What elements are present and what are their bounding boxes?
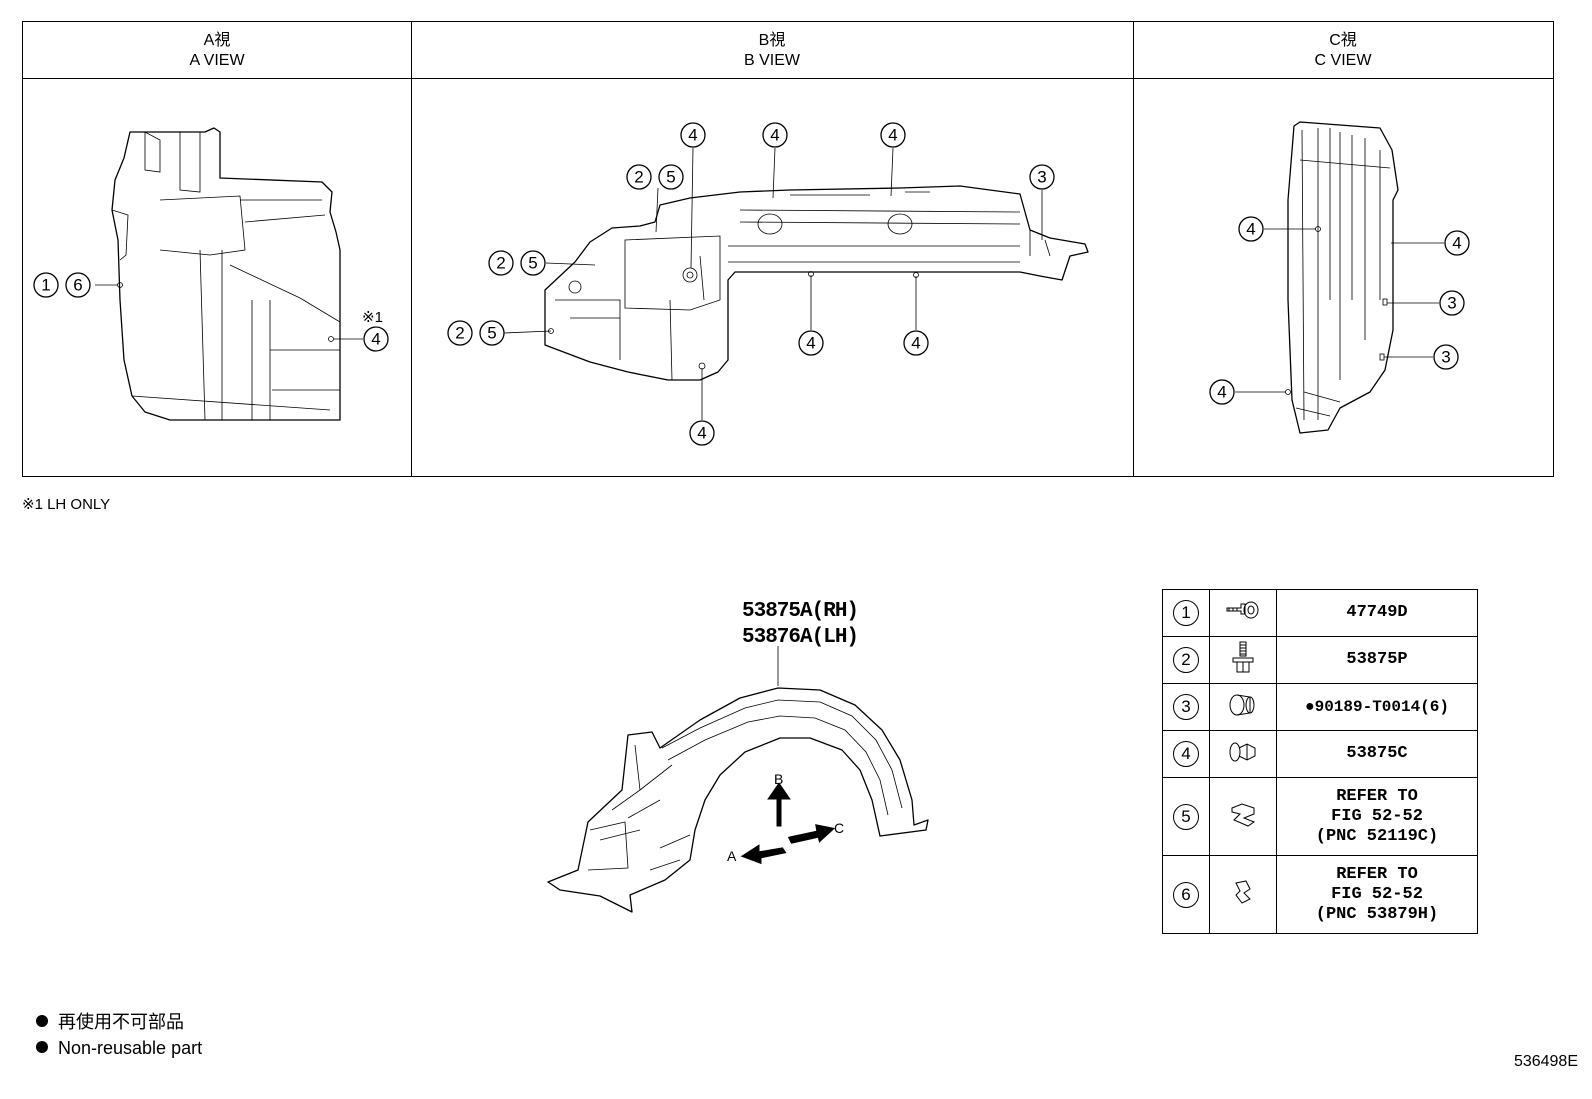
legend-row: 5 REFER TO FIG 52-52 (PNC 52119C) — [1162, 777, 1478, 856]
c-view-cell: C視 C VIEW — [1133, 22, 1553, 476]
callout-3: 3 — [1037, 168, 1046, 187]
callout-4: 4 — [770, 126, 779, 145]
callout-1: 1 — [41, 276, 50, 295]
callout-4: 4 — [697, 424, 706, 443]
screw-grommet-icon — [1226, 601, 1259, 618]
b-view-header: B視 B VIEW — [411, 22, 1133, 79]
nut-clip-icon — [1235, 880, 1251, 904]
callout-4: 4 — [688, 126, 697, 145]
arrow-label-a: A — [727, 848, 737, 864]
refer-line: (PNC 52119C) — [1315, 826, 1439, 846]
legend-part: ●90189-T0014(6) — [1276, 683, 1478, 731]
clip-icon — [1231, 803, 1256, 827]
main-part-labels: 53875A(RH) 53876A(LH) — [742, 599, 859, 651]
figure-number: 536498E — [1513, 1053, 1578, 1070]
a-view-title-en: A VIEW — [189, 52, 245, 69]
a-view-title-jp: A視 — [203, 32, 231, 49]
callout-4: 4 — [1217, 383, 1226, 402]
lh-mark: ※1 — [362, 309, 383, 326]
c-view-callouts: 4 4 3 3 4 — [1209, 216, 1470, 405]
callout-4: 4 — [888, 126, 897, 145]
part-number-rh: 53875A(RH) — [742, 600, 859, 623]
legend-num: 2 — [1173, 647, 1199, 673]
bullet-dot-icon — [36, 1015, 48, 1028]
callout-4: 4 — [1452, 234, 1461, 253]
callout-2: 2 — [496, 254, 505, 273]
refer-line: REFER TO — [1336, 864, 1418, 884]
c-view-title-jp: C視 — [1329, 32, 1357, 49]
lh-only-note: ※1 LH ONLY — [22, 496, 111, 513]
b-view-title-en: B VIEW — [743, 52, 800, 69]
legend-row: 6 REFER TO FIG 52-52 (PNC 53879H) — [1162, 855, 1478, 934]
callout-5: 5 — [528, 254, 537, 273]
plug-clip-icon — [1229, 694, 1255, 715]
callout-4: 4 — [371, 330, 380, 349]
callout-2: 2 — [634, 168, 643, 187]
b-view-cell: B視 B VIEW — [411, 22, 1133, 476]
callout-3: 3 — [1441, 348, 1450, 367]
bolt-icon — [1232, 641, 1254, 672]
b-view-title-jp: B視 — [758, 32, 786, 49]
legend-part: 53875C — [1276, 730, 1478, 778]
refer-line: (PNC 53879H) — [1315, 904, 1439, 924]
non-reusable-jp-row: 再使用不可部品 — [36, 1009, 202, 1035]
legend-part-refer: REFER TO FIG 52-52 (PNC 52119C) — [1276, 777, 1478, 856]
non-reusable-en-row: Non-reusable part — [36, 1035, 202, 1061]
legend-num: 1 — [1173, 600, 1199, 626]
push-clip-icon — [1229, 742, 1256, 761]
a-view-drawing — [95, 127, 363, 421]
refer-line: REFER TO — [1336, 786, 1418, 806]
direction-labels: B A C — [727, 771, 844, 864]
fender-liner-drawing — [547, 646, 929, 913]
b-view-callouts: 4 4 4 2 5 3 2 5 2 5 4 4 4 — [447, 122, 1055, 446]
refer-line: FIG 52-52 — [1331, 806, 1423, 826]
callout-5: 5 — [487, 324, 496, 343]
callout-4: 4 — [806, 334, 815, 353]
legend-num: 4 — [1173, 741, 1199, 767]
legend-row: 2 53875P — [1162, 636, 1478, 684]
non-reusable-en: Non-reusable part — [58, 1038, 203, 1058]
view-divider — [1133, 22, 1134, 476]
bullet-dot-icon — [36, 1041, 48, 1054]
a-view-callouts: 1 6 4 ※1 — [33, 272, 389, 352]
c-view-drawing — [1235, 121, 1444, 434]
callout-5: 5 — [666, 168, 675, 187]
b-view-drawing — [503, 147, 1089, 420]
callout-4: 4 — [911, 334, 920, 353]
legend-part: 53875P — [1276, 636, 1478, 684]
legend-num: 3 — [1173, 694, 1199, 720]
callout-6: 6 — [73, 276, 82, 295]
callout-3: 3 — [1447, 294, 1456, 313]
legend-num: 5 — [1173, 803, 1199, 830]
legend-part: 47749D — [1276, 589, 1478, 637]
legend-num: 6 — [1173, 881, 1199, 908]
arrow-label-c: C — [834, 820, 844, 836]
parts-legend-table: 1 47749D 2 53875P 3 ●90189-T0014(6) 4 53… — [1162, 589, 1478, 934]
callout-2: 2 — [455, 324, 464, 343]
legend-part-refer: REFER TO FIG 52-52 (PNC 53879H) — [1276, 855, 1478, 934]
callout-4: 4 — [1246, 220, 1255, 239]
legend-row: 1 47749D — [1162, 589, 1478, 637]
non-reusable-legend: 再使用不可部品 Non-reusable part — [36, 1009, 202, 1061]
a-view-cell: A視 A VIEW — [23, 22, 411, 476]
view-divider — [411, 22, 412, 476]
non-reusable-jp: 再使用不可部品 — [58, 1012, 184, 1032]
arrow-label-b: B — [774, 771, 783, 787]
part-number-lh: 53876A(LH) — [742, 626, 859, 649]
refer-line: FIG 52-52 — [1331, 884, 1423, 904]
legend-row: 3 ●90189-T0014(6) — [1162, 683, 1478, 731]
c-view-title-en: C VIEW — [1314, 52, 1372, 69]
a-view-header: A視 A VIEW — [23, 22, 411, 79]
c-view-header: C視 C VIEW — [1133, 22, 1553, 79]
legend-row: 4 53875C — [1162, 730, 1478, 778]
views-table: A視 A VIEW B視 B VIEW C視 C VIEW — [22, 21, 1554, 477]
